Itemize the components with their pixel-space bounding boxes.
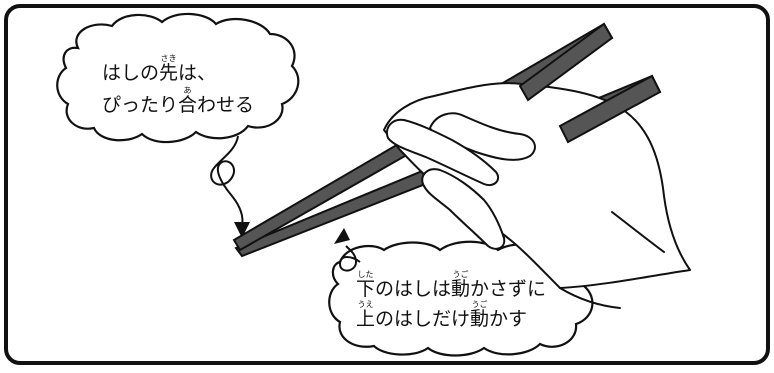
bottom-bubble-line-2: うえ上のはしだけうご動かす (356, 301, 528, 330)
ruby-ue: うえ (357, 300, 374, 309)
ruby-shita: した (357, 270, 374, 279)
speech-bubble-top (56, 12, 300, 144)
top-bubble-text: はしのさき先は、 ぴったりあ合わせる (102, 52, 292, 132)
kanji-a: 合 (178, 94, 198, 116)
bottom-line2-after: かす (489, 308, 528, 330)
bottom-line2-kanji2-with-ruby: うご動 (470, 301, 490, 330)
top-line1-before: はしの (102, 62, 160, 84)
lower-chopstick-tail (558, 74, 662, 144)
kanji-shita: 下 (356, 278, 376, 300)
top-line2-kanji-with-ruby: あ合 (178, 87, 198, 116)
top-bubble-line-2: ぴったりあ合わせる (102, 87, 255, 116)
bottom-line2-kanji1-with-ruby: うえ上 (356, 301, 376, 330)
arrow-head-up-icon (334, 228, 350, 244)
kanji-ugo-1: 動 (451, 278, 471, 300)
kanji-ugo-2: 動 (470, 308, 490, 330)
bottom-bubble-line-1: した下のはしはうご動かさずに (356, 271, 547, 300)
bottom-line1-kanji1-with-ruby: した下 (356, 271, 376, 300)
top-line2-before: ぴったり (102, 94, 179, 116)
bottom-line2-mid: のはしだけ (375, 308, 471, 330)
kanji-saki: 先 (159, 62, 179, 84)
upper-chopstick-tail (518, 22, 614, 102)
arrow-head-down-icon (234, 222, 250, 238)
bottom-bubble-text: した下のはしはうご動かさずに うえ上のはしだけうご動かす (356, 268, 586, 348)
bottom-line1-mid: のはしは (375, 278, 452, 300)
arrow-curve-top (210, 135, 244, 227)
ruby-ugo-2: うご (471, 300, 488, 309)
top-line2-after: わせる (197, 94, 255, 116)
ruby-saki: さき (160, 54, 177, 63)
hand-illustration (383, 82, 691, 309)
ruby-ugo-1: うご (452, 270, 469, 279)
top-line1-kanji-with-ruby: さき先 (159, 55, 179, 84)
arrow-curve-bottom (338, 245, 361, 272)
kanji-ue: 上 (356, 308, 376, 330)
top-bubble-line-1: はしのさき先は、 (102, 55, 217, 84)
speech-bubble-bottom (328, 240, 594, 357)
bottom-line1-kanji2-with-ruby: うご動 (451, 271, 471, 300)
bottom-line1-after: かさずに (470, 278, 547, 300)
ruby-a: あ (183, 86, 192, 95)
top-line1-after: は、 (178, 62, 217, 84)
